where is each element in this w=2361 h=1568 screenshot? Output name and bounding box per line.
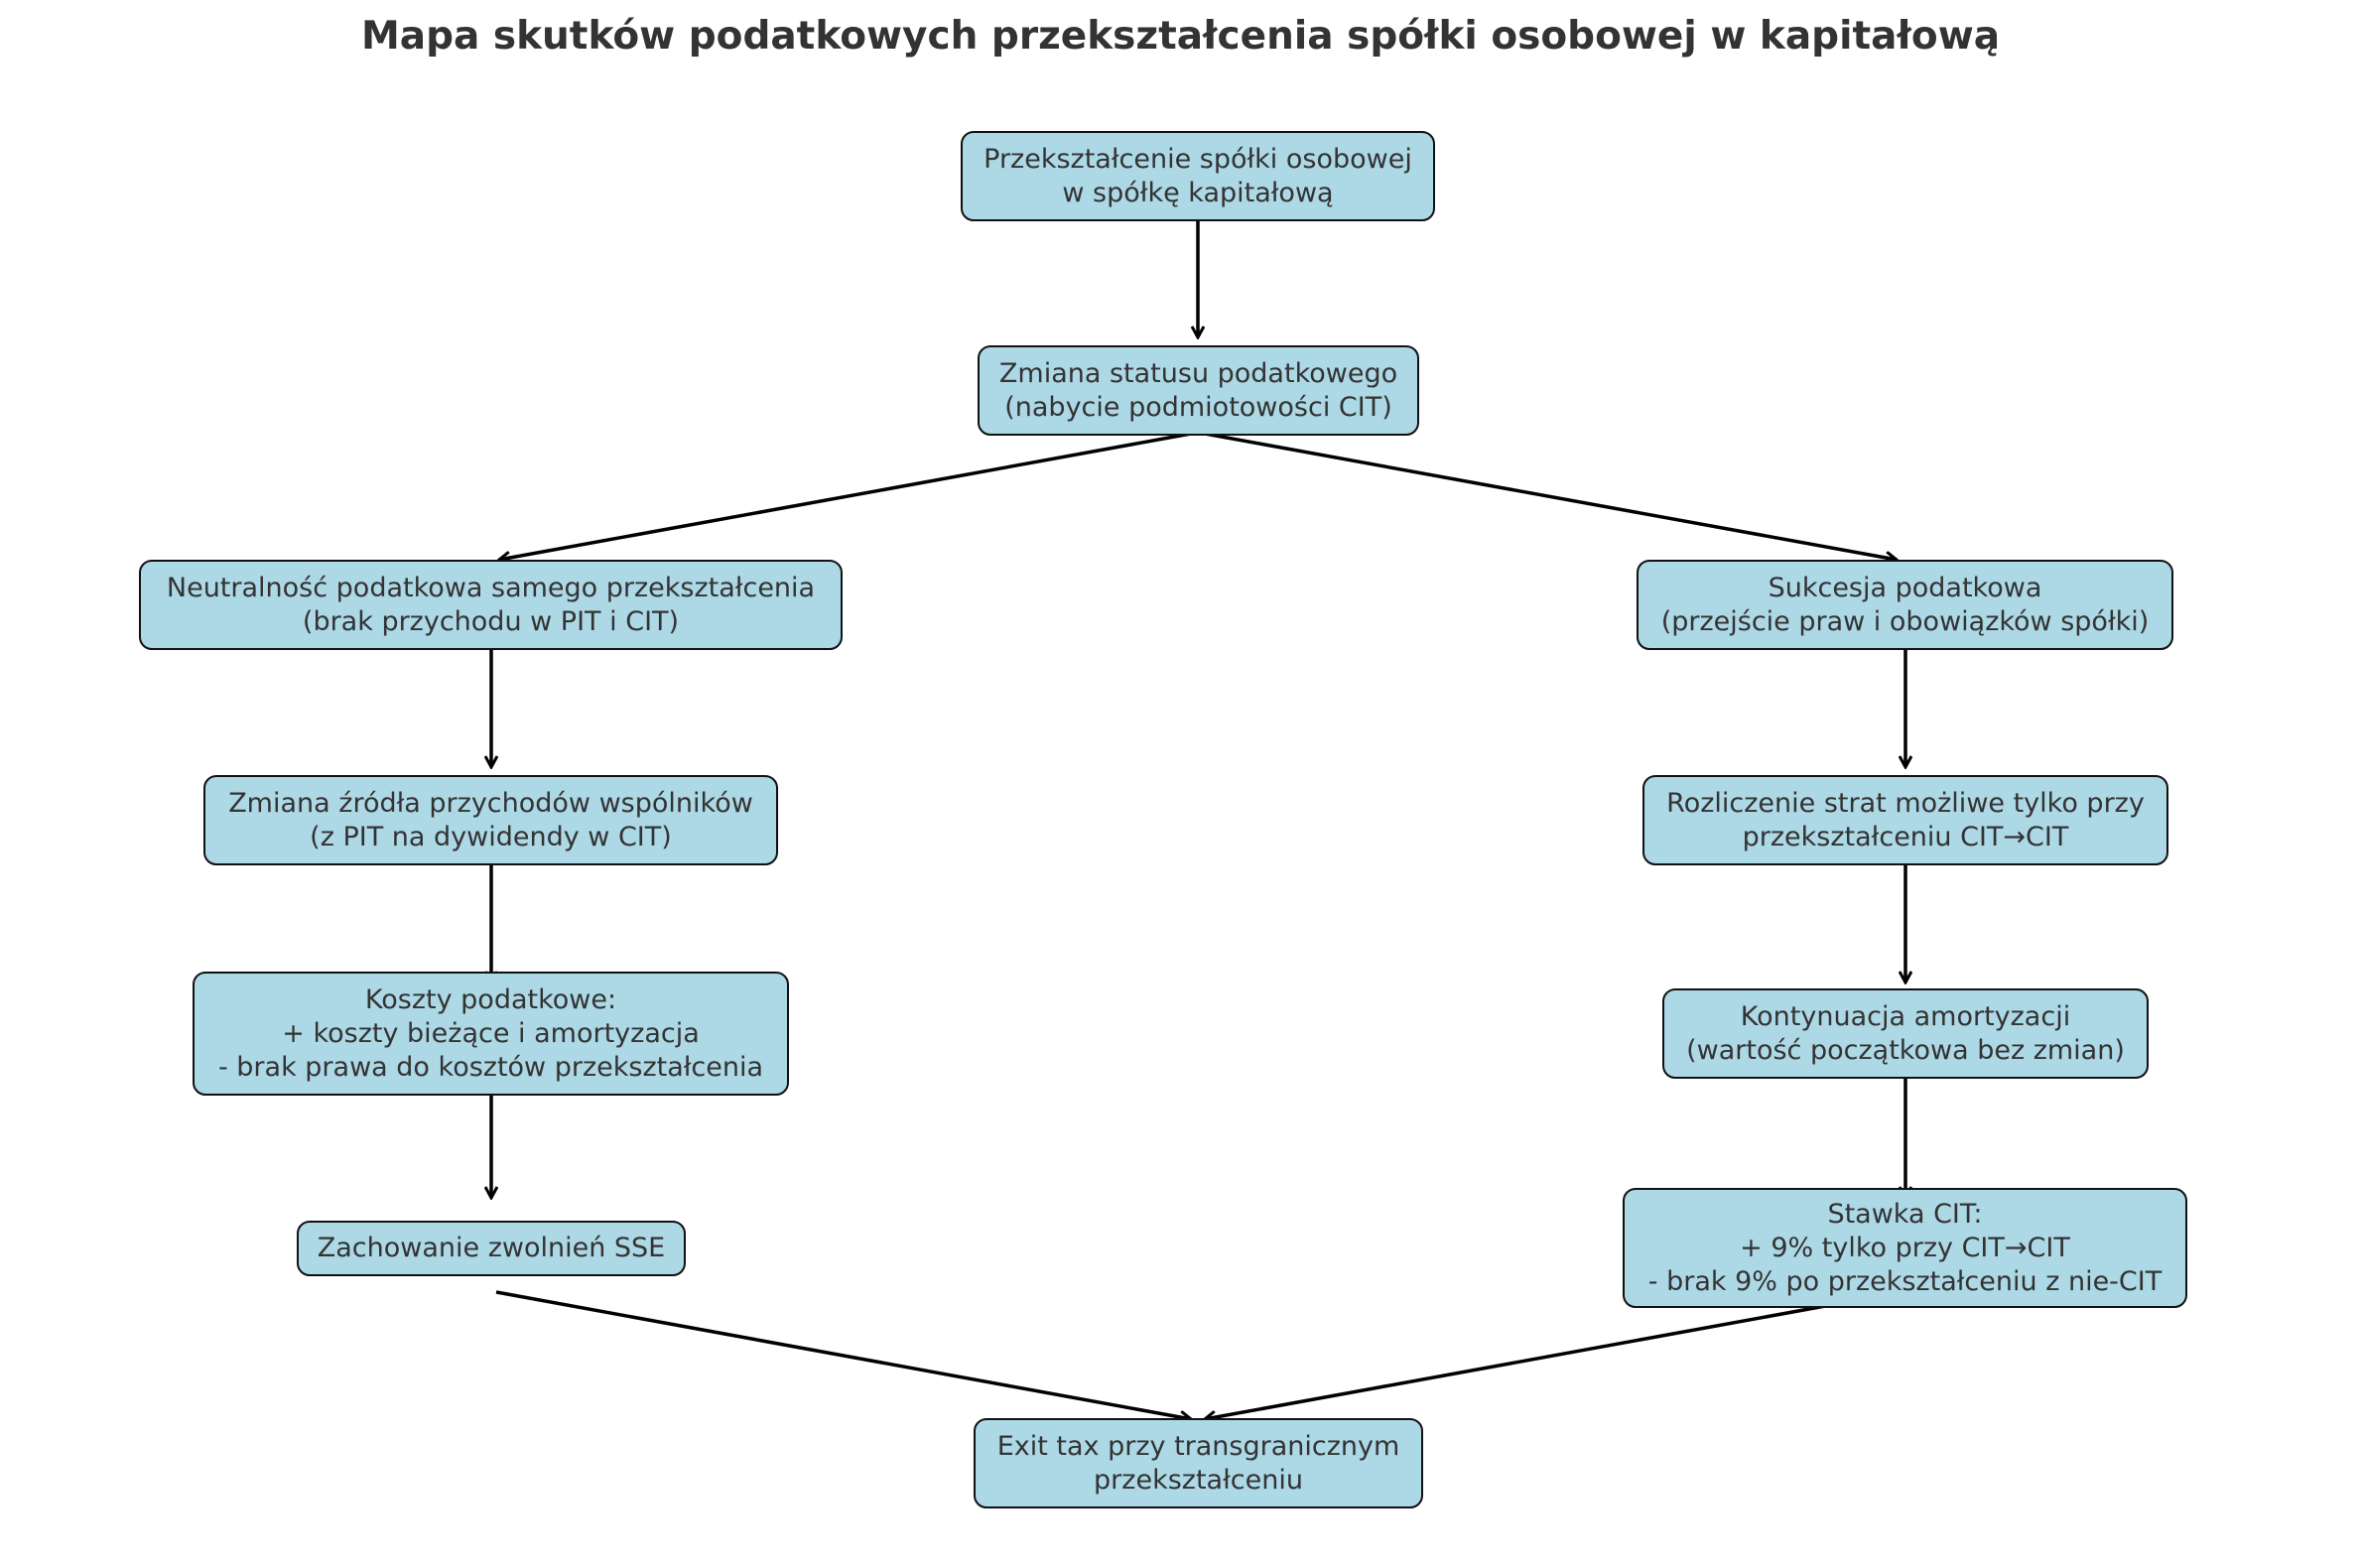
diagram-title: Mapa skutków podatkowych przekształcenia… xyxy=(360,14,2001,59)
node-exit-tax: Exit tax przy transgranicznym przekształ… xyxy=(974,1418,1423,1508)
node-tax-status-change: Zmiana statusu podatkowego (nabycie podm… xyxy=(978,345,1419,436)
node-loss-settlement: Rozliczenie strat możliwe tylko przy prz… xyxy=(1642,775,2168,865)
node-sse-exemptions: Zachowanie zwolnień SSE xyxy=(297,1221,686,1276)
node-tax-succession: Sukcesja podatkowa (przejście praw i obo… xyxy=(1637,560,2173,650)
node-transformation: Przekształcenie spółki osobowej w spółkę… xyxy=(961,131,1435,221)
edge-n2-n4 xyxy=(1204,432,1897,560)
node-tax-costs: Koszty podatkowe: + koszty bieżące i amo… xyxy=(193,972,789,1096)
node-tax-neutrality: Neutralność podatkowa samego przekształc… xyxy=(139,560,843,650)
edge-n9-n11 xyxy=(495,1290,1191,1419)
node-income-source-change: Zmiana źródła przychodów wspólników (z P… xyxy=(203,775,778,865)
node-cit-rate: Stawka CIT: + 9% tylko przy CIT→CIT - br… xyxy=(1623,1188,2187,1308)
edge-n2-n3 xyxy=(499,432,1192,560)
node-depreciation-continuation: Kontynuacja amortyzacji (wartość początk… xyxy=(1662,988,2149,1079)
edge-n10-n11 xyxy=(1205,1290,1902,1419)
